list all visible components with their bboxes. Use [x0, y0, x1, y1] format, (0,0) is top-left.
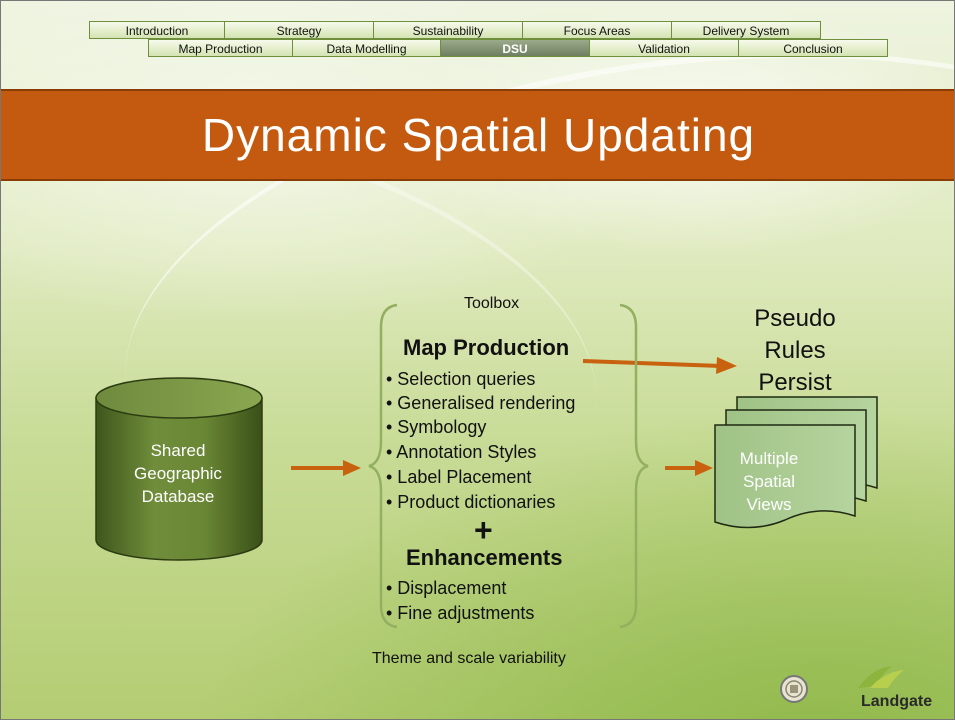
multiple-documents-icon [714, 396, 878, 529]
arrow-icon [583, 357, 737, 374]
right-brace-icon [619, 303, 649, 629]
arrow-icon [665, 460, 713, 476]
tab-validation[interactable]: Validation [589, 39, 739, 57]
pseudo-rules-text: Pseudo Rules Persist [754, 305, 836, 396]
government-seal-icon [780, 675, 808, 703]
toolbox-item: • Selection queries [386, 369, 536, 389]
multiple-views-label: Multiple Spatial Views [739, 449, 799, 514]
plus-sign: + [474, 512, 493, 548]
landgate-logo-text: Landgate [861, 693, 933, 710]
map-production-heading: Map Production [403, 335, 570, 360]
toolbox-item: • Generalised rendering [386, 393, 576, 413]
enhancements-heading: Enhancements [406, 545, 563, 570]
toolbox-label: Toolbox [464, 295, 520, 312]
tab-conclusion[interactable]: Conclusion [738, 39, 888, 57]
landgate-logo-icon [858, 666, 904, 688]
toolbox-item: • Label Placement [386, 467, 532, 487]
tab-map-production[interactable]: Map Production [148, 39, 293, 57]
tab-strategy[interactable]: Strategy [224, 21, 374, 39]
toolbox-item: • Product dictionaries [386, 492, 556, 512]
toolbox-item: • Annotation Styles [386, 442, 537, 462]
nav-row-bottom: Map Production Data Modelling DSU Valida… [148, 39, 888, 57]
enhancement-item: • Fine adjustments [386, 603, 535, 623]
title-bar: Dynamic Spatial Updating [1, 89, 954, 181]
tab-data-modelling[interactable]: Data Modelling [292, 39, 441, 57]
page-title: Dynamic Spatial Updating [201, 109, 756, 161]
caption: Theme and scale variability [372, 650, 566, 667]
enhancement-item: • Displacement [386, 578, 507, 598]
tab-focus-areas[interactable]: Focus Areas [522, 21, 672, 39]
arrow-icon [291, 460, 361, 476]
tab-sustainability[interactable]: Sustainability [373, 21, 523, 39]
left-brace-icon [368, 303, 398, 629]
database-label: Shared Geographic Database [134, 441, 222, 506]
tab-dsu[interactable]: DSU [440, 39, 590, 57]
tab-introduction[interactable]: Introduction [89, 21, 225, 39]
tab-delivery-system[interactable]: Delivery System [671, 21, 821, 39]
nav-row-top: Introduction Strategy Sustainability Foc… [89, 21, 821, 39]
toolbox-item: • Symbology [386, 417, 487, 437]
database-cylinder-icon [95, 377, 263, 561]
